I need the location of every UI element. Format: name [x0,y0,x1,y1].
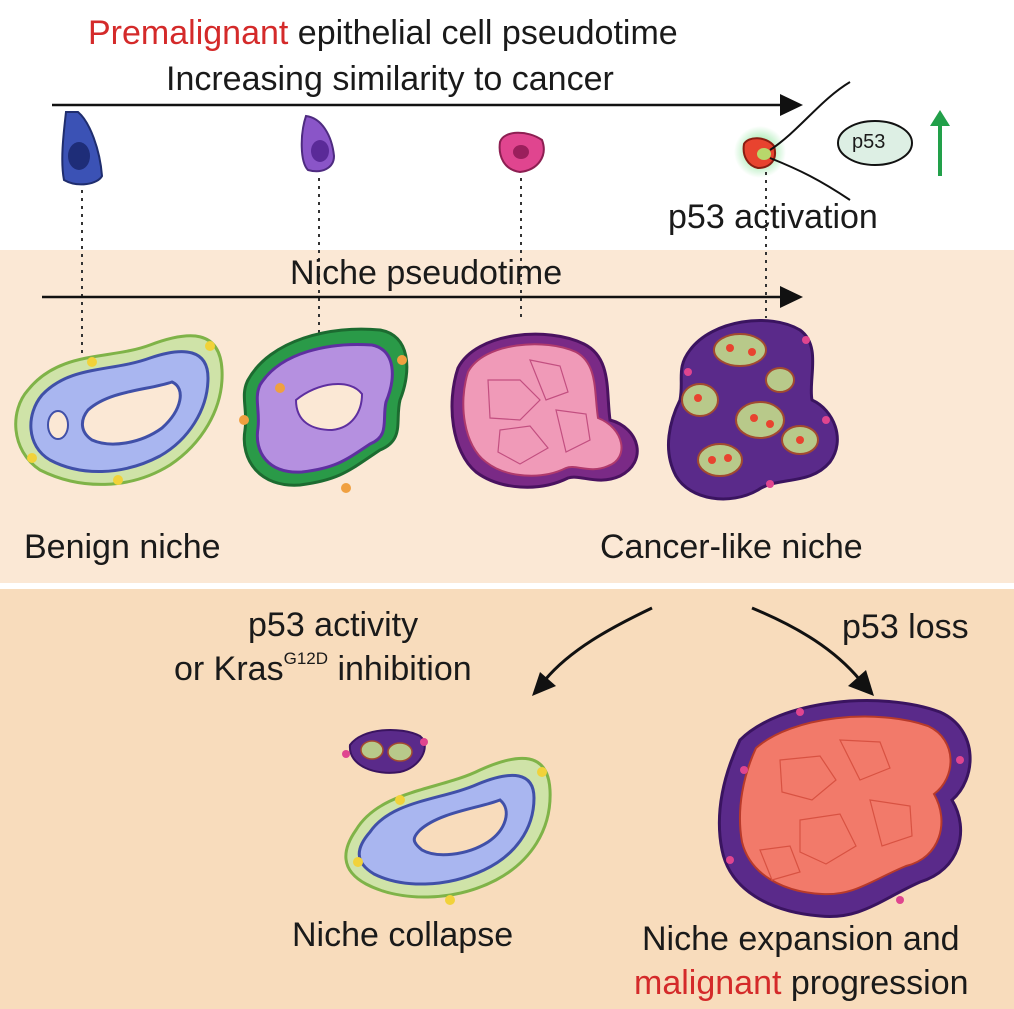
header-title-rest: epithelial cell pseudotime [288,14,678,52]
niche-expansion-rest: progression [781,964,969,1002]
up-arrow-icon [930,110,950,176]
intermediate-cell [300,114,336,173]
header-title-highlight: Premalignant [88,14,289,52]
niche-pseudotime-label: Niche pseudotime [290,254,563,292]
left-branch-inhibition: inhibition [328,650,472,688]
p53-callout [769,81,913,201]
cancer-like-niche-label: Cancer-like niche [600,528,863,566]
right-arrow-icon [780,94,803,116]
intermediate-niche-illustration [239,327,409,493]
niche-expansion-illustration [718,699,972,919]
p53-badge-label: p53 [852,131,886,153]
panel-epithelial-pseudotime [0,0,1014,248]
header-title: Premalignant epithelial cell pseudotime [88,16,678,50]
epithelial-pseudotime-arrow [52,94,803,116]
left-branch-superscript: G12D [283,649,329,668]
left-branch-line1: p53 activity [248,606,419,644]
niche-collapse-illustration [342,728,552,905]
activated-cell [734,126,786,178]
down-right-arrow-icon [751,606,874,696]
niche-expansion-line2: malignant progression [634,966,969,1000]
header-subtitle: Increasing similarity to cancer [166,60,614,98]
p53-activation-label: p53 activation [668,198,878,236]
right-arrow-icon [780,286,803,308]
left-branch-kras: or Kras [174,650,284,688]
premalignant-niche-illustration [450,332,639,489]
right-branch-label: p53 loss [842,608,969,646]
niche-pseudotime-arrow [42,286,803,308]
premalignant-cell [498,131,545,174]
benign-cell [61,111,104,186]
cancer-like-niche-illustration [666,319,839,501]
down-left-arrow-icon [532,606,653,696]
benign-niche-label: Benign niche [24,528,221,566]
left-branch-line2: or KrasG12D inhibition [174,649,472,688]
niche-expansion-line1: Niche expansion and [642,920,960,958]
p53-badge [837,120,913,166]
niche-collapse-label: Niche collapse [292,916,514,954]
niche-expansion-highlight: malignant [634,964,782,1002]
benign-niche-illustration [14,334,224,486]
